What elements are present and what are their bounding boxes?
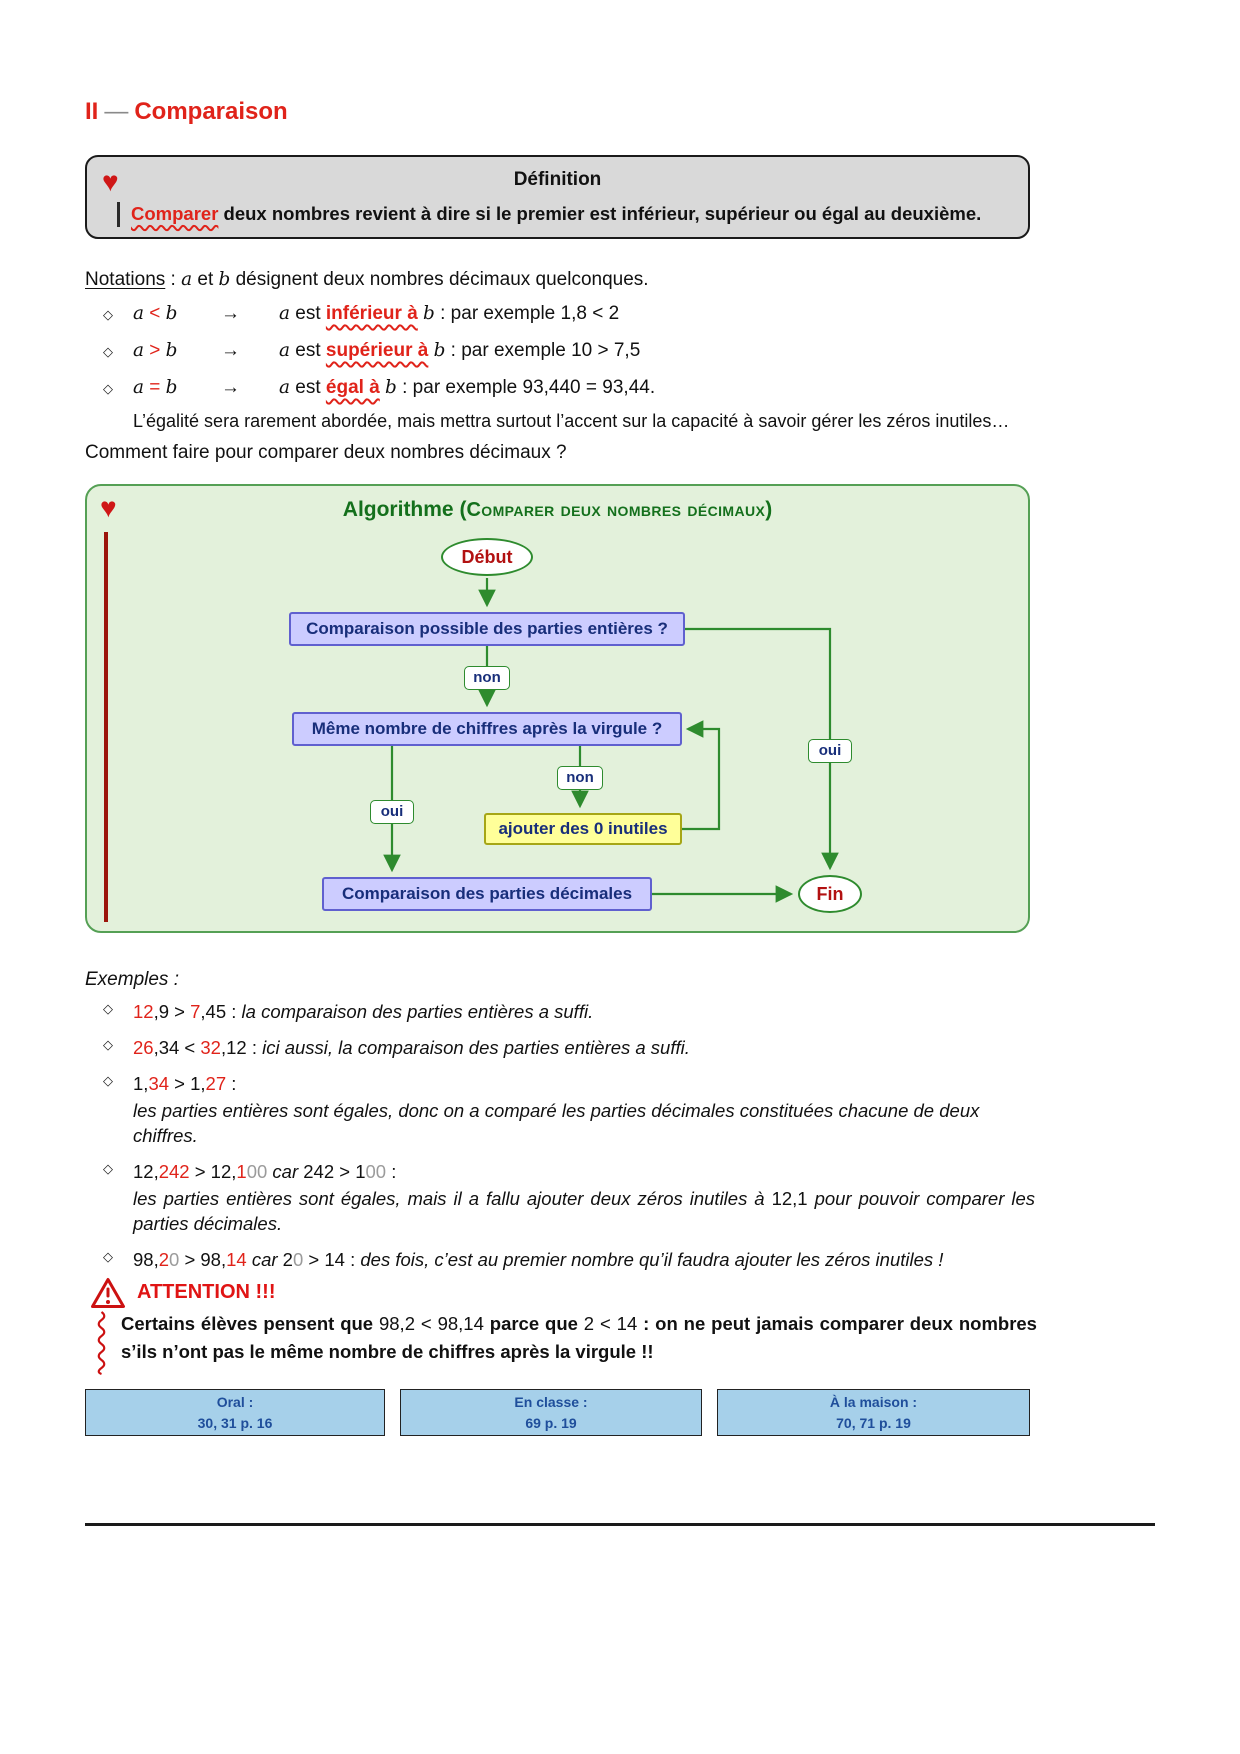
quote-bar xyxy=(117,201,120,227)
notation-expression: a < b xyxy=(133,303,178,324)
footer-box-title: À la maison : xyxy=(829,1393,918,1410)
footer-box-oral: Oral : 30, 31 p. 16 xyxy=(85,1389,385,1436)
example-line: 1,34 > 1,27 : xyxy=(133,1072,237,1094)
notation-list: ◇ a < b → a est inférieur à b : par exem… xyxy=(103,301,1035,433)
example-item: ◇ 12,9 > 7,45 : la comparaison des parti… xyxy=(103,1000,1035,1027)
notation-description: a est inférieur à b : par exemple 1,8 < … xyxy=(279,303,620,324)
question-text: Comment faire pour comparer deux nombres… xyxy=(85,442,567,463)
algorithm-title-prefix: Algorithme ( xyxy=(342,498,467,521)
squiggle-line xyxy=(96,1311,107,1382)
arrow-glyph: → xyxy=(221,376,240,398)
diamond-bullet-icon: ◇ xyxy=(103,380,113,396)
notation-expression: a > b xyxy=(133,339,178,361)
flow-start-node: Début xyxy=(441,538,533,576)
attention-body: Certains élèves pensent que 98,2 < 98,14… xyxy=(121,1313,1037,1362)
diamond-bullet-icon: ◇ xyxy=(103,1248,113,1264)
flow-decision-digit-count: Même nombre de chiffres après la virgule… xyxy=(292,712,682,746)
example-line: 98,20 > 98,14 car 20 > 14 : des fois, c’… xyxy=(133,1248,944,1270)
heart-icon: ♥ xyxy=(102,166,119,197)
notation-item: ◇ a < b → a est inférieur à b : par exem… xyxy=(103,301,1035,327)
flow-label-oui-right: oui xyxy=(808,739,852,763)
section-numeral: II xyxy=(85,98,99,125)
section-dash: — xyxy=(104,98,129,125)
flow-end-node: Fin xyxy=(798,875,862,913)
footer-box-pages: 69 p. 19 xyxy=(525,1414,577,1431)
notation-item: ◇ a = b → a est égal à b : par exemple 9… xyxy=(103,375,1035,401)
flow-action-add-zeros: ajouter des 0 inutiles xyxy=(484,813,682,845)
diamond-bullet-icon: ◇ xyxy=(103,307,113,322)
arrow-action-loop-to-q2 xyxy=(682,720,721,831)
example-item: ◇ 12,242 > 12,100 car 242 > 100 : les pa… xyxy=(103,1160,1035,1239)
attention-title: ATTENTION !!! xyxy=(137,1281,276,1303)
diamond-bullet-icon: ◇ xyxy=(103,1036,113,1052)
example-item: ◇ 26,34 < 32,12 : ici aussi, la comparai… xyxy=(103,1036,1035,1063)
notations-intro: Notations : a et b désignent deux nombre… xyxy=(85,269,649,290)
notation-note: L’égalité sera rarement abordée, mais me… xyxy=(133,410,1010,431)
algorithm-title: Algorithme (Comparer deux nombres décima… xyxy=(87,496,1028,524)
footer-box-classe: En classe : 69 p. 19 xyxy=(400,1389,702,1436)
footer-box-title: En classe : xyxy=(514,1393,588,1410)
margin-line xyxy=(104,532,108,922)
example-line: 26,34 < 32,12 : ici aussi, la comparaiso… xyxy=(133,1036,690,1058)
flow-label-non-1: non xyxy=(464,666,510,690)
example-item: ◇ 1,34 > 1,27 : les parties entières son… xyxy=(103,1072,1035,1151)
footer-box-maison: À la maison : 70, 71 p. 19 xyxy=(717,1389,1030,1436)
notation-item: ◇ a > b → a est supérieur à b : par exem… xyxy=(103,338,1035,364)
algorithm-title-caps: Comparer deux nombres décimaux xyxy=(466,499,766,521)
definition-text: Comparer deux nombres revient à dire si … xyxy=(131,202,982,224)
notation-expression: a = b xyxy=(133,376,178,398)
diamond-bullet-icon: ◇ xyxy=(103,1160,113,1176)
flow-decision-entire-parts: Comparaison possible des parties entière… xyxy=(289,612,685,646)
footer-box-pages: 30, 31 p. 16 xyxy=(197,1414,273,1431)
example-line: les parties entières sont égales, donc o… xyxy=(133,1099,980,1146)
examples-list: ◇ 12,9 > 7,45 : la comparaison des parti… xyxy=(103,1000,1035,1284)
footer-rule xyxy=(85,1523,1155,1526)
diamond-bullet-icon: ◇ xyxy=(103,343,113,359)
exercise-boxes: Oral : 30, 31 p. 16 En classe : 69 p. 19… xyxy=(85,1389,1030,1436)
algorithm-title-suffix: ) xyxy=(765,498,773,521)
definition-body: Comparer deux nombres revient à dire si … xyxy=(117,201,1012,227)
flowchart-arrows xyxy=(383,578,839,903)
algorithm-box: ♥ Algorithme (Comparer deux nombres déci… xyxy=(85,484,1030,933)
footer-box-title: Oral : xyxy=(216,1393,254,1410)
arrow-glyph: → xyxy=(221,339,240,361)
notation-description: a est supérieur à b : par exemple 10 > 7… xyxy=(279,339,641,361)
diamond-bullet-icon: ◇ xyxy=(103,1001,113,1016)
flow-compare-decimals-node: Comparaison des parties décimales xyxy=(322,877,652,911)
example-item: ◇ 98,20 > 98,14 car 20 > 14 : des fois, … xyxy=(103,1248,1035,1275)
footer-box-pages: 70, 71 p. 19 xyxy=(836,1414,911,1431)
section-title: II—Comparaison xyxy=(85,96,288,128)
example-line: 12,242 > 12,100 car 242 > 100 : xyxy=(133,1160,397,1182)
section-title-text: Comparaison xyxy=(134,98,288,125)
warning-triangle-icon xyxy=(89,1276,127,1317)
definition-title: Définition xyxy=(513,169,602,190)
heart-icon: ♥ xyxy=(100,492,117,523)
example-line: 12,9 > 7,45 : la comparaison des parties… xyxy=(133,1001,594,1022)
arrow-q1-oui-to-end xyxy=(685,627,839,871)
diamond-bullet-icon: ◇ xyxy=(103,1072,113,1088)
arrow-glyph: → xyxy=(221,303,240,324)
examples-heading: Exemples : xyxy=(85,969,179,990)
definition-box: ♥ Définition Comparer deux nombres revie… xyxy=(85,155,1030,239)
example-line: les parties entières sont égales, mais i… xyxy=(133,1187,1035,1234)
flow-label-non-2: non xyxy=(557,766,603,790)
flow-label-oui-left: oui xyxy=(370,800,414,824)
notation-description: a est égal à b : par exemple 93,440 = 93… xyxy=(279,376,656,398)
